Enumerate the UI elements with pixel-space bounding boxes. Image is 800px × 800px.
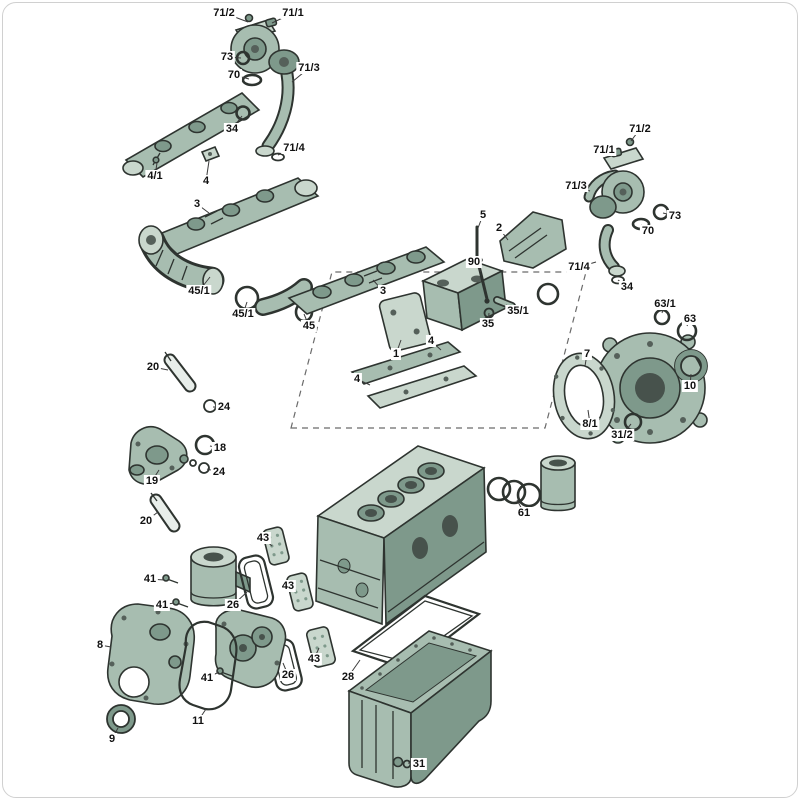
part-callout-2: 2 <box>493 222 505 234</box>
part-callout-31-2: 31/2 <box>609 429 635 441</box>
part-callout-45: 45 <box>300 320 318 332</box>
heat-shield-4b <box>366 365 478 409</box>
part-callout-31: 31 <box>410 758 428 770</box>
o-ring-63-1 <box>653 308 671 326</box>
spacer-plate-1 <box>378 292 432 352</box>
part-callout-43: 43 <box>254 532 272 544</box>
gasket-70 <box>241 73 263 87</box>
part-callout-71-3: 71/3 <box>563 180 589 192</box>
coolant-group <box>128 351 217 533</box>
ring-61a <box>486 476 512 502</box>
stud-4-1 <box>152 156 160 164</box>
part-callout-71-1: 71/1 <box>280 7 306 19</box>
part-callout-71-3: 71/3 <box>296 62 322 74</box>
cylinder-liner-group <box>486 455 576 512</box>
part-callout-28: 28 <box>339 671 357 683</box>
part-callout-11: 11 <box>190 715 206 727</box>
engine-block <box>315 445 487 626</box>
part-callout-35-1: 35/1 <box>505 305 531 317</box>
part-callout-8: 8 <box>94 639 106 651</box>
bolt-41-b <box>172 598 189 608</box>
part-callout-71-2: 71/2 <box>627 123 653 135</box>
cylinder-liner <box>540 462 576 512</box>
part-callout-26: 26 <box>224 599 242 611</box>
part-callout-70: 70 <box>225 69 243 81</box>
oil-pan-group <box>347 594 493 788</box>
turbocharger-left-group <box>230 13 300 162</box>
o-ring-large <box>536 282 560 306</box>
part-callout-45-1: 45/1 <box>186 285 212 297</box>
part-callout-26: 26 <box>279 669 297 681</box>
downpipe-71-4-right <box>600 226 618 271</box>
ring-61b <box>501 479 527 505</box>
part-callout-18: 18 <box>211 442 229 454</box>
part-callout-8-1: 8/1 <box>580 418 600 430</box>
downpipe-flange <box>255 145 275 157</box>
bolt-41-a <box>162 574 179 584</box>
exhaust-manifold-center <box>287 246 446 315</box>
part-callout-73: 73 <box>218 51 236 63</box>
part-callout-61: 61 <box>515 507 533 519</box>
part-callout-45-1: 45/1 <box>230 308 256 320</box>
housing-gasket-7 <box>552 352 616 440</box>
part-callout-5: 5 <box>477 209 489 221</box>
part-callout-34: 34 <box>223 123 241 135</box>
manifold-studs-3b <box>363 270 383 284</box>
cover-gasket-11 <box>178 620 238 711</box>
part-callout-63: 63 <box>681 313 699 325</box>
flange-seal-34-right <box>611 275 625 285</box>
oil-pan <box>347 630 493 788</box>
turbocharger-right-group <box>583 137 670 285</box>
part-callout-24: 24 <box>210 466 228 478</box>
clamp-seal-71-4 <box>271 152 285 162</box>
drain-plug-31 <box>392 756 412 769</box>
part-callout-35: 35 <box>479 318 497 330</box>
part-callout-10: 10 <box>681 380 699 392</box>
timing-cover-group <box>106 603 238 734</box>
part-callout-4-1: 4/1 <box>145 170 165 182</box>
part-callout-4: 4 <box>351 373 363 385</box>
part-callout-71-1: 71/1 <box>591 144 617 156</box>
oil-filter-module <box>162 526 337 692</box>
fitting-71-2 <box>244 13 254 23</box>
part-callout-41: 41 <box>141 573 159 585</box>
part-callout-71-4: 71/4 <box>281 142 307 154</box>
cover-2 <box>499 211 567 269</box>
part-callout-34: 34 <box>618 281 636 293</box>
part-callout-3: 3 <box>191 198 203 210</box>
sealant-tube-top <box>163 351 197 393</box>
group-boundary <box>290 271 587 429</box>
part-callout-70: 70 <box>639 225 657 237</box>
gasket-26a <box>237 554 275 610</box>
part-callout-71-2: 71/2 <box>211 7 237 19</box>
part-callout-7: 7 <box>581 348 593 360</box>
manifold-studs-3 <box>204 210 224 225</box>
ring-61c <box>516 482 542 508</box>
sealant-tube-bottom <box>149 492 181 533</box>
part-callout-24: 24 <box>215 401 233 413</box>
part-callout-9: 9 <box>106 733 118 745</box>
part-callout-43: 43 <box>305 653 323 665</box>
part-callout-3: 3 <box>377 285 389 297</box>
part-callout-43: 43 <box>279 580 297 592</box>
part-callout-71-4: 71/4 <box>566 261 592 273</box>
crank-seal-9 <box>106 704 136 734</box>
o-ring-24b <box>198 462 210 474</box>
part-callout-4: 4 <box>200 175 212 187</box>
part-callout-20: 20 <box>137 515 155 527</box>
part-callout-4: 4 <box>425 335 437 347</box>
exhaust-manifold-upper <box>122 92 261 178</box>
thermostat-housing-19 <box>128 426 197 485</box>
part-callout-1: 1 <box>390 348 402 360</box>
part-callout-90: 90 <box>465 256 483 268</box>
part-callout-63-1: 63/1 <box>652 298 678 310</box>
intake-pipe-group <box>138 225 314 323</box>
part-callout-73: 73 <box>666 210 684 222</box>
part-callout-41: 41 <box>153 599 171 611</box>
part-callout-20: 20 <box>144 361 162 373</box>
part-callout-19: 19 <box>143 475 161 487</box>
part-callout-41: 41 <box>198 672 216 684</box>
flange-ring-34 <box>235 105 251 121</box>
